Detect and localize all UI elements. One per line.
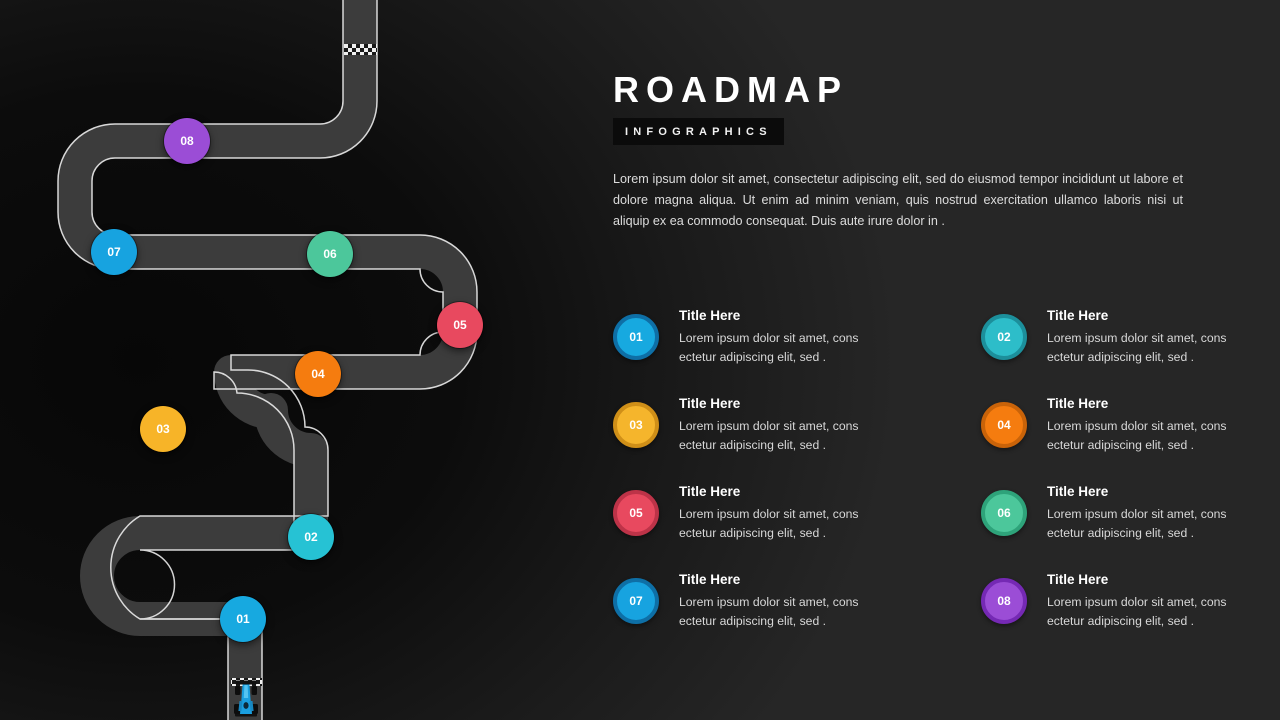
item-badge-number: 08 [997,594,1011,608]
roadmap-track: 01 02 03 04 05 06 07 08 [0,0,560,720]
road-milestone-03[interactable]: 03 [140,406,186,452]
item-badge-05[interactable]: 05 [613,490,659,536]
item-title: Title Here [1047,308,1109,323]
item-title: Title Here [679,572,741,587]
road-milestone-label: 05 [453,318,467,332]
item-description: Lorem ipsum dolor sit amet, cons ectetur… [679,506,859,540]
item-badge-number: 03 [629,418,643,432]
item-description: Lorem ipsum dolor sit amet, cons ectetur… [1047,506,1227,540]
item-title: Title Here [1047,572,1109,587]
item-title: Title Here [679,484,741,499]
item-badge-04[interactable]: 04 [981,402,1027,448]
road-path-graphic [57,0,478,720]
road-milestone-label: 06 [323,247,337,261]
subtitle-band: INFOGRAPHICS [613,118,784,145]
road-milestone-label: 03 [156,422,170,436]
item-badge-03[interactable]: 03 [613,402,659,448]
item-title: Title Here [1047,484,1109,499]
road-milestone-04[interactable]: 04 [295,351,341,397]
item-badge-02[interactable]: 02 [981,314,1027,360]
road-milestone-label: 08 [180,134,194,148]
road-milestone-01[interactable]: 01 [220,596,266,642]
race-car-icon [234,680,258,717]
item-description: Lorem ipsum dolor sit amet, cons ectetur… [679,330,859,364]
item-badge-number: 05 [629,506,643,520]
content-panel: ROADMAP INFOGRAPHICS Lorem ipsum dolor s… [613,0,1227,720]
item-description: Lorem ipsum dolor sit amet, cons ectetur… [1047,330,1227,364]
road-milestone-05[interactable]: 05 [437,302,483,348]
road-milestone-02[interactable]: 02 [288,514,334,560]
checkered-finish-line [344,44,377,55]
item-badge-07[interactable]: 07 [613,578,659,624]
item-badge-number: 07 [629,594,643,608]
item-badge-number: 02 [997,330,1011,344]
item-title: Title Here [679,308,741,323]
road-milestone-label: 02 [304,530,318,544]
item-title: Title Here [679,396,741,411]
road-milestone-label: 07 [107,245,121,259]
item-badge-number: 01 [629,330,643,344]
subtitle-text: INFOGRAPHICS [625,126,772,138]
road-milestone-07[interactable]: 07 [91,229,137,275]
item-title: Title Here [1047,396,1109,411]
item-badge-number: 06 [997,506,1011,520]
item-badge-06[interactable]: 06 [981,490,1027,536]
road-milestone-08[interactable]: 08 [164,118,210,164]
item-description: Lorem ipsum dolor sit amet, cons ectetur… [1047,594,1227,628]
item-description: Lorem ipsum dolor sit amet, cons ectetur… [1047,418,1227,452]
item-description: Lorem ipsum dolor sit amet, cons ectetur… [679,418,859,452]
road-milestone-label: 01 [236,612,250,626]
item-badge-01[interactable]: 01 [613,314,659,360]
item-description: Lorem ipsum dolor sit amet, cons ectetur… [679,594,859,628]
road-milestone-label: 04 [311,367,325,381]
road-milestone-06[interactable]: 06 [307,231,353,277]
intro-paragraph: Lorem ipsum dolor sit amet, consectetur … [613,172,1183,228]
page-title: ROADMAP [613,69,848,110]
item-badge-08[interactable]: 08 [981,578,1027,624]
item-badge-number: 04 [997,418,1011,432]
